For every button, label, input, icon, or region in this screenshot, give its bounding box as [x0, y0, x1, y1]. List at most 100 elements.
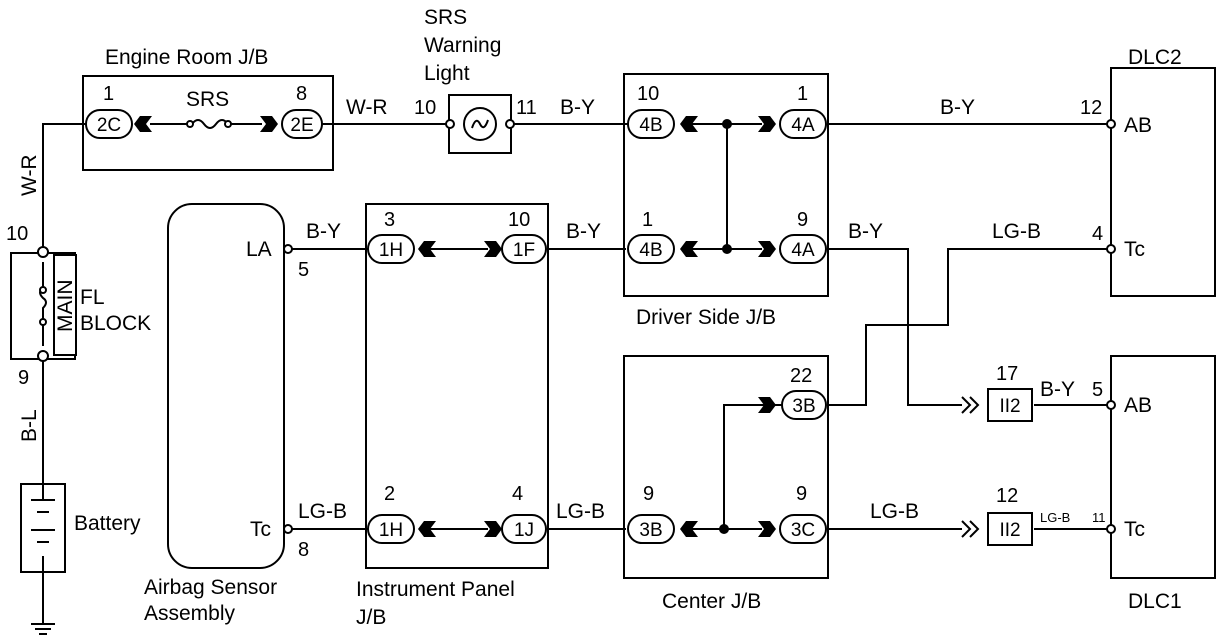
wire-label-b-y-4: B-Y: [566, 220, 601, 243]
connector-4a-top: 4A: [779, 109, 827, 139]
svg-text:1H: 1H: [379, 240, 403, 261]
svg-text:1F: 1F: [513, 240, 535, 261]
warning-light-bulb-icon: [463, 107, 497, 141]
wire-b-y-5: [828, 248, 962, 406]
srs-warning-label-2: Warning: [424, 34, 501, 57]
chevron-right-icon: [260, 116, 278, 132]
connector-1f: 1F: [501, 234, 547, 264]
chevron-right-icon: [758, 241, 776, 257]
fl-terminal: [39, 318, 47, 326]
pin-11-dlc1: 11: [1092, 510, 1106, 525]
pin-9-left: 9: [18, 367, 29, 389]
chevron-left-icon: [680, 521, 698, 537]
wire-label-b-y-3: B-Y: [306, 220, 341, 243]
wire-label-b-l: B-L: [18, 409, 41, 442]
chevron-left-icon: [134, 116, 152, 132]
wire-label-b-y-1: B-Y: [560, 96, 595, 119]
pin-4-ip: 4: [512, 483, 523, 505]
terminal-la: LA: [246, 238, 272, 261]
connector-4b-top: 4B: [627, 109, 675, 139]
ip-jb-label-2: J/B: [356, 606, 386, 629]
terminal-tc-dlc2: Tc: [1124, 238, 1145, 261]
wire-label-lg-b-1: LG-B: [992, 220, 1041, 243]
terminal-dot: [1106, 244, 1116, 254]
terminal-dot: [37, 350, 49, 362]
junction-dot: [719, 524, 729, 534]
airbag-sensor-label-2: Assembly: [144, 602, 236, 625]
ip-jb-label-1: Instrument Panel: [356, 578, 515, 601]
wire-label-lg-b-small: LG-B: [1040, 510, 1070, 525]
srs-fuse-label: SRS: [186, 88, 229, 111]
block-label: BLOCK: [80, 312, 151, 335]
connector-2c: 2C: [85, 109, 133, 139]
svg-text:4A: 4A: [791, 240, 815, 261]
engine-room-jb-label: Engine Room J/B: [105, 46, 268, 69]
main-label: MAIN: [54, 280, 77, 333]
chevron-left-icon: [680, 241, 698, 257]
srs-fuse-symbol: [191, 119, 229, 129]
pin-2-ip: 2: [384, 483, 395, 505]
terminal-tc-airbag: Tc: [250, 518, 271, 541]
pin-1-drv2: 1: [642, 209, 653, 231]
pin-10-left: 10: [6, 223, 28, 245]
wire-label-lg-b-2: LG-B: [298, 500, 347, 523]
svg-text:3C: 3C: [791, 520, 815, 541]
svg-text:3B: 3B: [639, 520, 662, 541]
chevron-right-icon: [758, 116, 776, 132]
fuse-terminal: [224, 120, 232, 128]
bulb-filament: [471, 119, 489, 129]
pin-17: 17: [996, 363, 1018, 385]
dlc1-label: DLC1: [1128, 590, 1182, 613]
svg-text:4A: 4A: [791, 115, 815, 136]
svg-text:1H: 1H: [379, 520, 403, 541]
dlc1-box: [1110, 355, 1216, 579]
svg-text:3B: 3B: [792, 396, 815, 417]
svg-text:2C: 2C: [97, 115, 121, 136]
pin-10-light: 10: [414, 97, 436, 119]
terminal-tc-dlc1: Tc: [1124, 518, 1145, 541]
terminal-dot: [283, 244, 293, 254]
light-terminal: [445, 119, 455, 129]
main-box: [53, 254, 77, 356]
svg-text:II2: II2: [999, 520, 1020, 541]
pin-5-dlc1: 5: [1092, 379, 1103, 401]
chevron-right-icon: [758, 521, 776, 537]
connector-1j: 1J: [501, 514, 547, 544]
svg-text:4B: 4B: [639, 115, 662, 136]
double-chevron-right-icon: [961, 396, 980, 414]
connector-ii2-bottom: II2: [987, 512, 1033, 546]
wire-label-b-y-5: B-Y: [848, 220, 883, 243]
center-jb-label: Center J/B: [662, 590, 761, 613]
connector-ii2-top: II2: [987, 388, 1033, 422]
airbag-sensor-label-1: Airbag Sensor: [144, 576, 277, 599]
svg-text:1J: 1J: [514, 520, 534, 541]
terminal-dot: [283, 524, 293, 534]
terminal-dot: [1106, 400, 1116, 410]
center-jb-box: [623, 355, 829, 579]
junction-dot: [722, 244, 732, 254]
pin-4-dlc2: 4: [1092, 223, 1103, 245]
srs-warning-label-1: SRS: [424, 6, 467, 29]
wire-label-w-r-top: W-R: [346, 96, 388, 119]
terminal-ab-dlc1: AB: [1124, 394, 1152, 417]
pin-9-c1: 9: [643, 483, 654, 505]
pin-10-drv: 10: [637, 83, 659, 105]
chevron-right-icon: [758, 397, 776, 413]
wire-label-w-r-left: W-R: [18, 154, 41, 196]
connector-3b-top: 3B: [781, 390, 827, 420]
connector-1h-bottom: 1H: [367, 514, 415, 544]
terminal-dot: [37, 246, 49, 258]
wire-label-lg-b-3: LG-B: [556, 500, 605, 523]
svg-text:2E: 2E: [290, 115, 313, 136]
fl-terminal: [39, 286, 47, 294]
pin-8: 8: [296, 83, 307, 105]
pin-11-light: 11: [516, 97, 537, 119]
connector-1h-top: 1H: [367, 234, 415, 264]
junction-dot: [722, 119, 732, 129]
srs-warning-label-3: Light: [424, 62, 470, 85]
connector-3c: 3C: [779, 514, 827, 544]
instrument-panel-jb-box: [365, 203, 549, 569]
terminal-ab-dlc2: AB: [1124, 114, 1152, 137]
wire-center-vert: [723, 404, 783, 529]
